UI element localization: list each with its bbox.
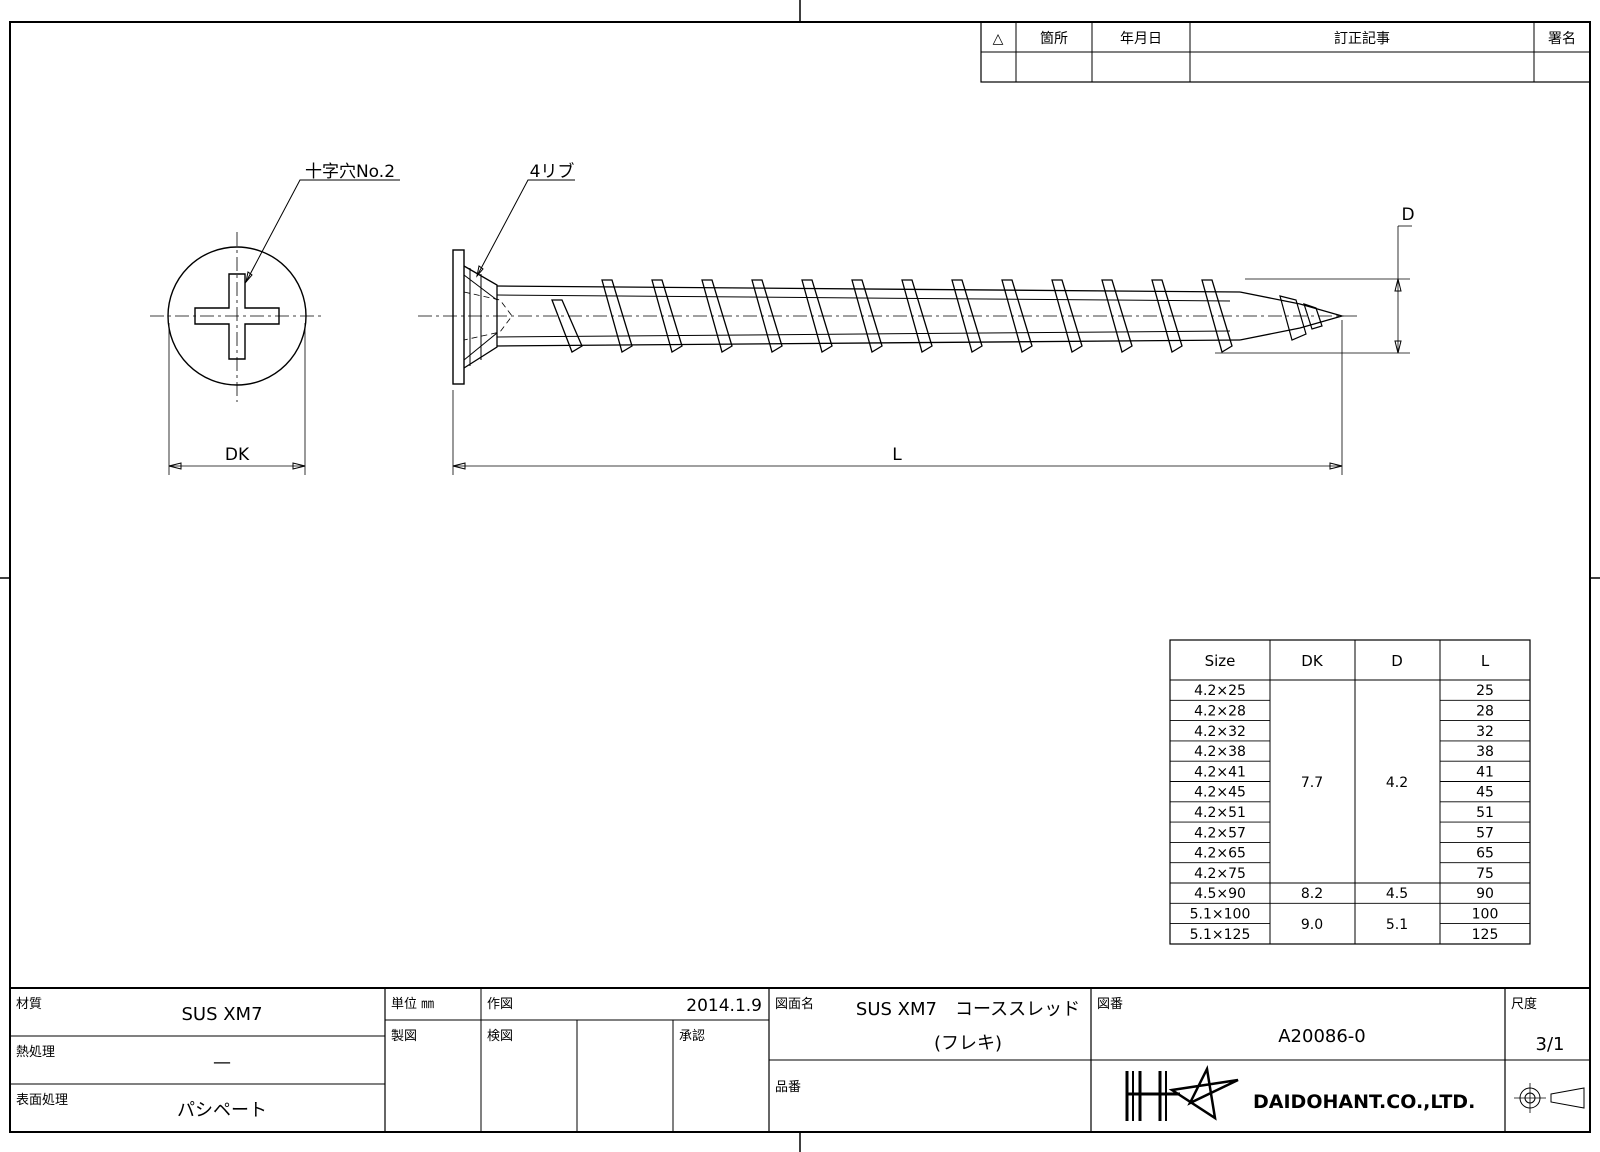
length-cell: 51 [1476, 805, 1494, 821]
thread-crest [751, 279, 783, 353]
thread-crest [701, 279, 733, 353]
size-cell: 4.5×90 [1194, 886, 1246, 902]
dim-l-label: L [892, 445, 902, 465]
size-cell: 4.2×25 [1194, 683, 1246, 699]
thread-crest [1201, 279, 1233, 353]
d-value-group-2: 4.5 [1386, 886, 1408, 902]
ribs-label: 4リブ [530, 161, 575, 182]
length-cell: 28 [1476, 704, 1494, 720]
size-cell: 4.2×75 [1194, 866, 1246, 882]
thread-crest [1151, 279, 1183, 353]
size-table: Size DK D L 4.2×25 25 4.2×28 28 4.2×32 32 4.2×… [1169, 639, 1531, 945]
length-cell: 65 [1476, 846, 1494, 862]
material-label: 材質 [16, 997, 42, 1012]
unit-label: 単位 ㎜ [391, 996, 434, 1012]
size-cell: 4.2×32 [1194, 724, 1246, 740]
title-block: 材質 SUS XM7 熱処理 — 表面処理 パシペート 単位 ㎜ 作図 2014… [10, 987, 1590, 1132]
rev-header-location: 箇所 [1040, 30, 1068, 47]
drawing-no-value: A20086-0 [1278, 1026, 1366, 1047]
size-table-header-d: D [1391, 652, 1403, 670]
length-cell: 41 [1476, 764, 1494, 780]
revision-table: △ 箇所 年月日 訂正記事 署名 [980, 21, 1591, 83]
size-cell: 4.2×57 [1194, 825, 1246, 841]
drawing-name-label: 図面名 [775, 996, 814, 1012]
size-cell: 4.2×41 [1194, 764, 1246, 780]
surface-treatment-label: 表面処理 [16, 1093, 68, 1108]
length-cell: 25 [1476, 683, 1494, 699]
dk-value-group-3: 9.0 [1301, 917, 1323, 933]
company-logo-icon [1125, 1064, 1239, 1121]
length-cell: 38 [1476, 744, 1494, 760]
thread-crest [1051, 279, 1083, 353]
thread-crest [851, 279, 883, 353]
drawing-no-label: 図番 [1097, 997, 1123, 1012]
thread-crest [1101, 279, 1133, 353]
size-table-header-l: L [1481, 652, 1490, 670]
thread-crest [601, 279, 633, 353]
thread-crest [901, 279, 933, 353]
size-cell: 5.1×100 [1190, 907, 1251, 923]
thread-crest [1001, 279, 1033, 353]
length-cell: 100 [1472, 907, 1499, 923]
projection-symbol-icon [1514, 1083, 1585, 1113]
d-value-group-1: 4.2 [1386, 775, 1408, 791]
dim-d-label: D [1401, 205, 1414, 225]
rev-header-signature: 署名 [1548, 31, 1576, 47]
phillips-label: 十字穴No.2 [305, 162, 395, 182]
drawing-name-line-1: SUS XM7 コーススレッド [856, 999, 1080, 1020]
length-cell: 125 [1472, 927, 1499, 943]
heat-treatment-label: 熱処理 [16, 1045, 55, 1060]
approve-label: 承認 [679, 1028, 705, 1044]
thread-crests [551, 279, 1233, 353]
length-cell: 32 [1476, 724, 1494, 740]
length-cell: 57 [1476, 825, 1494, 841]
company-name: DAIDOHANT.CO.,LTD. [1253, 1091, 1475, 1113]
length-cell: 45 [1476, 785, 1494, 801]
size-cell: 5.1×125 [1190, 927, 1251, 943]
dim-dk-label: DK [225, 445, 250, 465]
size-table-header-dk: DK [1301, 652, 1324, 670]
head-top-view: 十字穴No.2 DK [150, 162, 400, 475]
thread-crest [801, 279, 833, 353]
scale-value: 3/1 [1536, 1034, 1565, 1055]
size-cell: 4.2×65 [1194, 846, 1246, 862]
thread-crest [651, 279, 683, 353]
material-value: SUS XM7 [181, 1004, 262, 1025]
phillips-recess-icon [194, 273, 280, 360]
check-label: 検図 [487, 1029, 513, 1044]
drawn-label: 作図 [487, 997, 513, 1012]
rev-header-delta: △ [993, 31, 1004, 47]
screw-side-view: 4リブ L D [418, 161, 1415, 475]
thread-crest [551, 299, 583, 353]
size-table-header-size: Size [1205, 652, 1236, 670]
rev-header-description: 訂正記事 [1334, 30, 1390, 47]
made-label: 製図 [391, 1029, 417, 1044]
thread-crest [951, 279, 983, 353]
product-no-label: 品番 [775, 1080, 801, 1095]
dk-value-group-1: 7.7 [1301, 775, 1323, 791]
d-value-group-3: 5.1 [1386, 917, 1408, 933]
length-cell: 75 [1476, 866, 1494, 882]
size-cell: 4.2×28 [1194, 704, 1246, 720]
surface-treatment-value: パシペート [177, 1100, 267, 1121]
drawn-date: 2014.1.9 [686, 996, 762, 1016]
rev-header-date: 年月日 [1120, 31, 1162, 47]
length-cell: 90 [1476, 886, 1494, 902]
drawing-name-line-2: (フレキ) [934, 1033, 1002, 1054]
size-cell: 4.2×51 [1194, 805, 1246, 821]
size-cell: 4.2×38 [1194, 744, 1246, 760]
drawing-border [9, 21, 1591, 1133]
heat-treatment-value: — [213, 1052, 231, 1073]
dk-value-group-2: 8.2 [1301, 886, 1323, 902]
scale-label: 尺度 [1511, 996, 1537, 1012]
size-cell: 4.2×45 [1194, 785, 1246, 801]
